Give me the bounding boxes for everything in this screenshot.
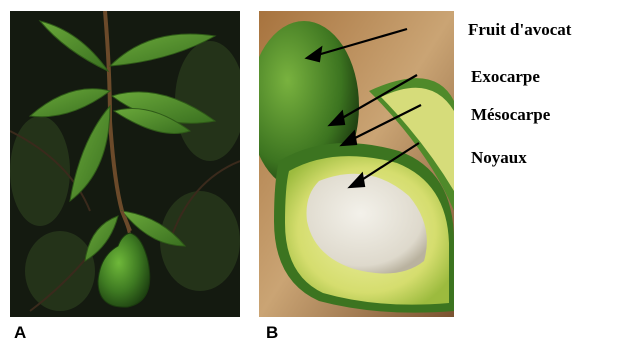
photo-cut-avocado [259, 11, 454, 317]
panel-label-a: A [14, 323, 26, 343]
label-noyaux: Noyaux [471, 148, 527, 168]
label-fruit-avocat: Fruit d'avocat [468, 20, 571, 40]
label-exocarpe: Exocarpe [471, 67, 540, 87]
panel-label-b: B [266, 323, 278, 343]
label-mesocarpe: Mésocarpe [471, 105, 550, 125]
photo-avocado-tree [10, 11, 240, 317]
avocado-tree-image [10, 11, 240, 317]
cut-avocado-image [259, 11, 454, 317]
